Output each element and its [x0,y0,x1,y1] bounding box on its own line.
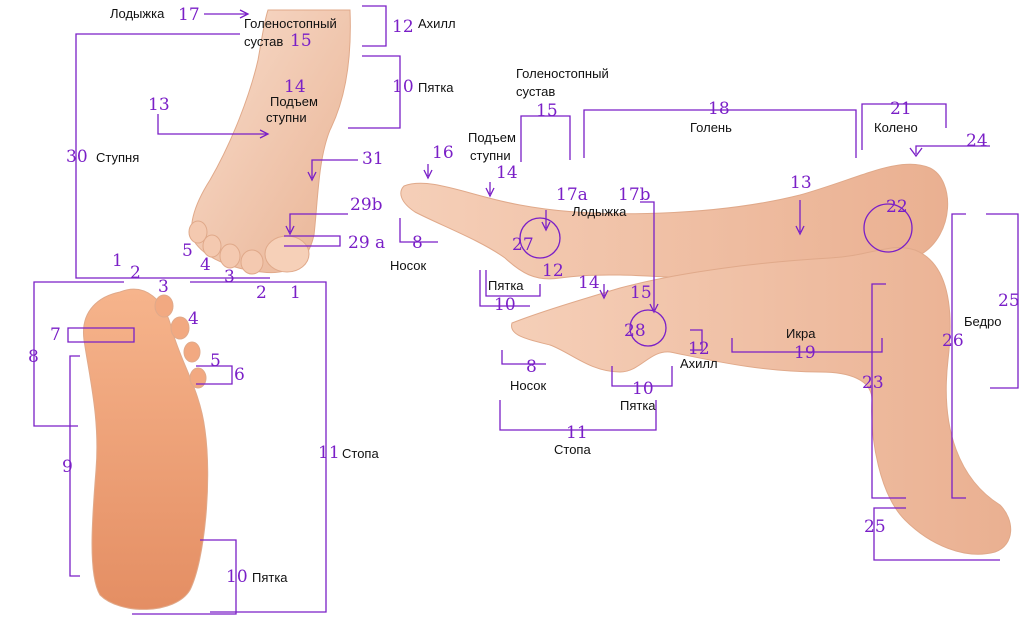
num-12-right-top: 12 [542,261,564,281]
num-11-sole: 11 [318,443,340,463]
label-golen: Голень [690,120,732,135]
label-golenostopny-right: Голеностопный [516,66,609,81]
num-12-top: 12 [392,17,414,37]
label-sustav-right: сустав [516,84,555,99]
num-11-right: 11 [566,423,588,443]
num-2-sole: 2 [130,263,141,283]
label-podem-top: Подъем [270,94,318,109]
label-nosok-top: Носок [390,258,426,273]
num-10-top: 10 [392,77,414,97]
num-1-sole: 1 [112,251,123,271]
label-lodyzhka-right: Лодыжка [572,204,627,219]
label-koleno: Колено [874,120,918,135]
label-golenostopny-top: Голеностопный [244,16,337,31]
num-10-right-top: 10 [494,295,516,315]
label-pyatka-top: Пятка [418,80,454,95]
num-12-right-low: 12 [688,339,710,359]
num-25: 23 [862,373,884,393]
num-24: 26 [942,331,964,351]
label-podem-right: Подъем [468,130,516,145]
num-29a: 27 [512,235,534,255]
num-17b: 17b [618,185,651,205]
label-bedro: Бедро [964,314,1002,329]
num-5-top: 5 [182,241,193,261]
label-ahill-top: Ахилл [418,16,456,31]
label-pyatka-sole: Пятка [252,570,288,585]
text-labels: Лодыжка Голеностопный сустав Ахилл Пятка… [96,6,1002,585]
label-ahill-right: Ахилл [680,356,718,371]
num-29b: 28 [624,321,646,341]
num-6: 6 [234,365,245,385]
num-19: 19 [794,343,816,363]
num-23: 25 [998,291,1020,311]
num-8-right-low: 8 [526,357,537,377]
num-4-top: 4 [200,255,211,275]
label-sustav-top: сустав [244,34,283,49]
annotation-lines [33,5,1019,615]
num-28: 29b [350,195,383,215]
num-13-right: 13 [790,173,812,193]
num-10-right-low: 10 [632,379,654,399]
num-5-sole: 5 [210,351,221,371]
label-ikra: Икра [786,326,816,341]
num-15-top: 15 [290,31,312,51]
num-18: 18 [708,99,730,119]
num-8-right-top: 8 [412,233,423,253]
num-22: 24 [966,131,988,151]
num-4-sole: 4 [188,309,199,329]
num-15-right: 15 [536,101,558,121]
num-20: 21 [890,99,912,119]
num-13-left: 13 [148,95,170,115]
num-8-sole: 8 [28,347,39,367]
num-27: 29 a [348,233,385,253]
num-14-right-top: 14 [496,163,518,183]
leg-lower-side-view [511,247,1012,555]
num-14-right-low: 14 [578,273,600,293]
num-21: 22 [886,197,908,217]
label-lodyzhka-top: Лодыжка [110,6,165,21]
foot-sole-view [83,288,209,610]
num-14-top: 14 [284,77,306,97]
label-stopa-sole: Стопа [342,446,379,461]
num-3-sole: 3 [158,277,169,297]
label-stopa-right: Стопа [554,442,591,457]
num-1-top: 1 [290,283,301,303]
num-17: 17 [178,5,200,25]
num-26: 25 [864,517,886,537]
num-31: 31 [362,149,384,169]
foot-top-view [188,9,351,275]
label-pyatka-right-low: Пятка [620,398,656,413]
number-labels: 17 15 12 14 10 13 30 31 29b 29 a 5 4 3 2… [28,5,1020,587]
num-16: 16 [432,143,454,163]
label-stupnya: Ступня [96,150,139,165]
label-stupni-right: ступни [470,148,511,163]
num-15-right-low: 15 [630,283,652,303]
num-10-sole: 10 [226,567,248,587]
num-30: 30 [66,147,88,167]
num-9: 9 [62,457,73,477]
num-2-top: 2 [256,283,267,303]
label-nosok-low: Носок [510,378,546,393]
label-stupni-top: ступни [266,110,307,125]
label-pyatka-right-top: Пятка [488,278,524,293]
num-17a: 17a [556,185,588,205]
num-3-top: 3 [224,267,235,287]
num-7: 7 [50,325,61,345]
